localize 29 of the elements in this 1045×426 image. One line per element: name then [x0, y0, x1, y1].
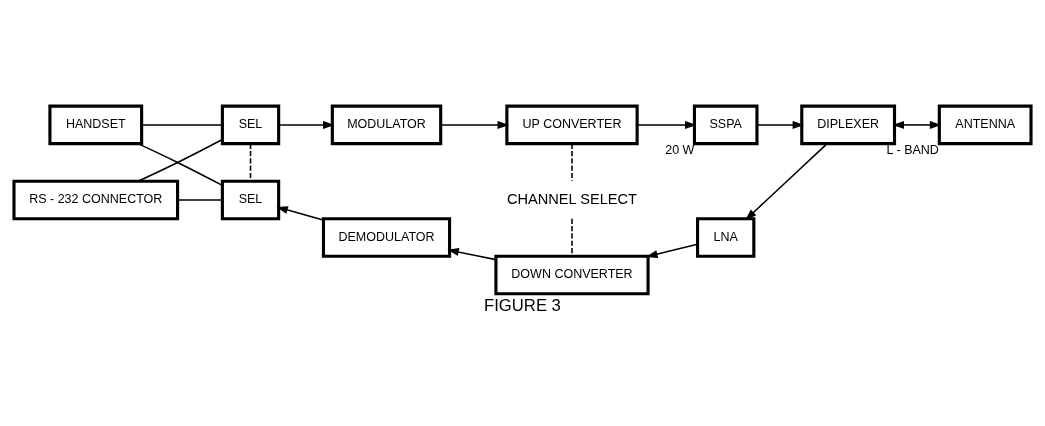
arrow — [745, 142, 828, 220]
connector — [571, 142, 573, 182]
node-label: 20 W — [665, 142, 695, 157]
arrow — [646, 242, 699, 258]
arrow — [756, 120, 805, 129]
connector — [141, 123, 223, 126]
node-box: DEMODULATOR — [321, 216, 452, 258]
node-box: SEL — [220, 179, 281, 220]
arrow — [276, 205, 325, 221]
node-box: UP CONVERTER — [505, 104, 639, 145]
connector — [176, 198, 223, 201]
arrow — [440, 120, 509, 129]
node-box: LNA — [696, 216, 756, 258]
arrow — [447, 247, 497, 260]
node-box: SSPA — [692, 104, 759, 145]
node-box: DOWN CONVERTER — [494, 254, 650, 295]
node-box: HANDSET — [48, 104, 144, 145]
node-box: SEL — [220, 104, 281, 145]
connector — [571, 217, 573, 257]
arrow — [636, 120, 697, 129]
node-label: L - BAND — [886, 142, 939, 157]
node-box: DIPLEXER — [800, 104, 897, 145]
arrow — [277, 120, 335, 129]
node-box: RS - 232 CONNECTOR — [12, 179, 180, 220]
node-text: CHANNEL SELECT — [507, 190, 637, 207]
caption: FIGURE 3 — [484, 295, 561, 315]
arrow — [892, 120, 942, 129]
node-box: MODULATOR — [330, 104, 443, 145]
node-box: ANTENNA — [937, 104, 1033, 145]
